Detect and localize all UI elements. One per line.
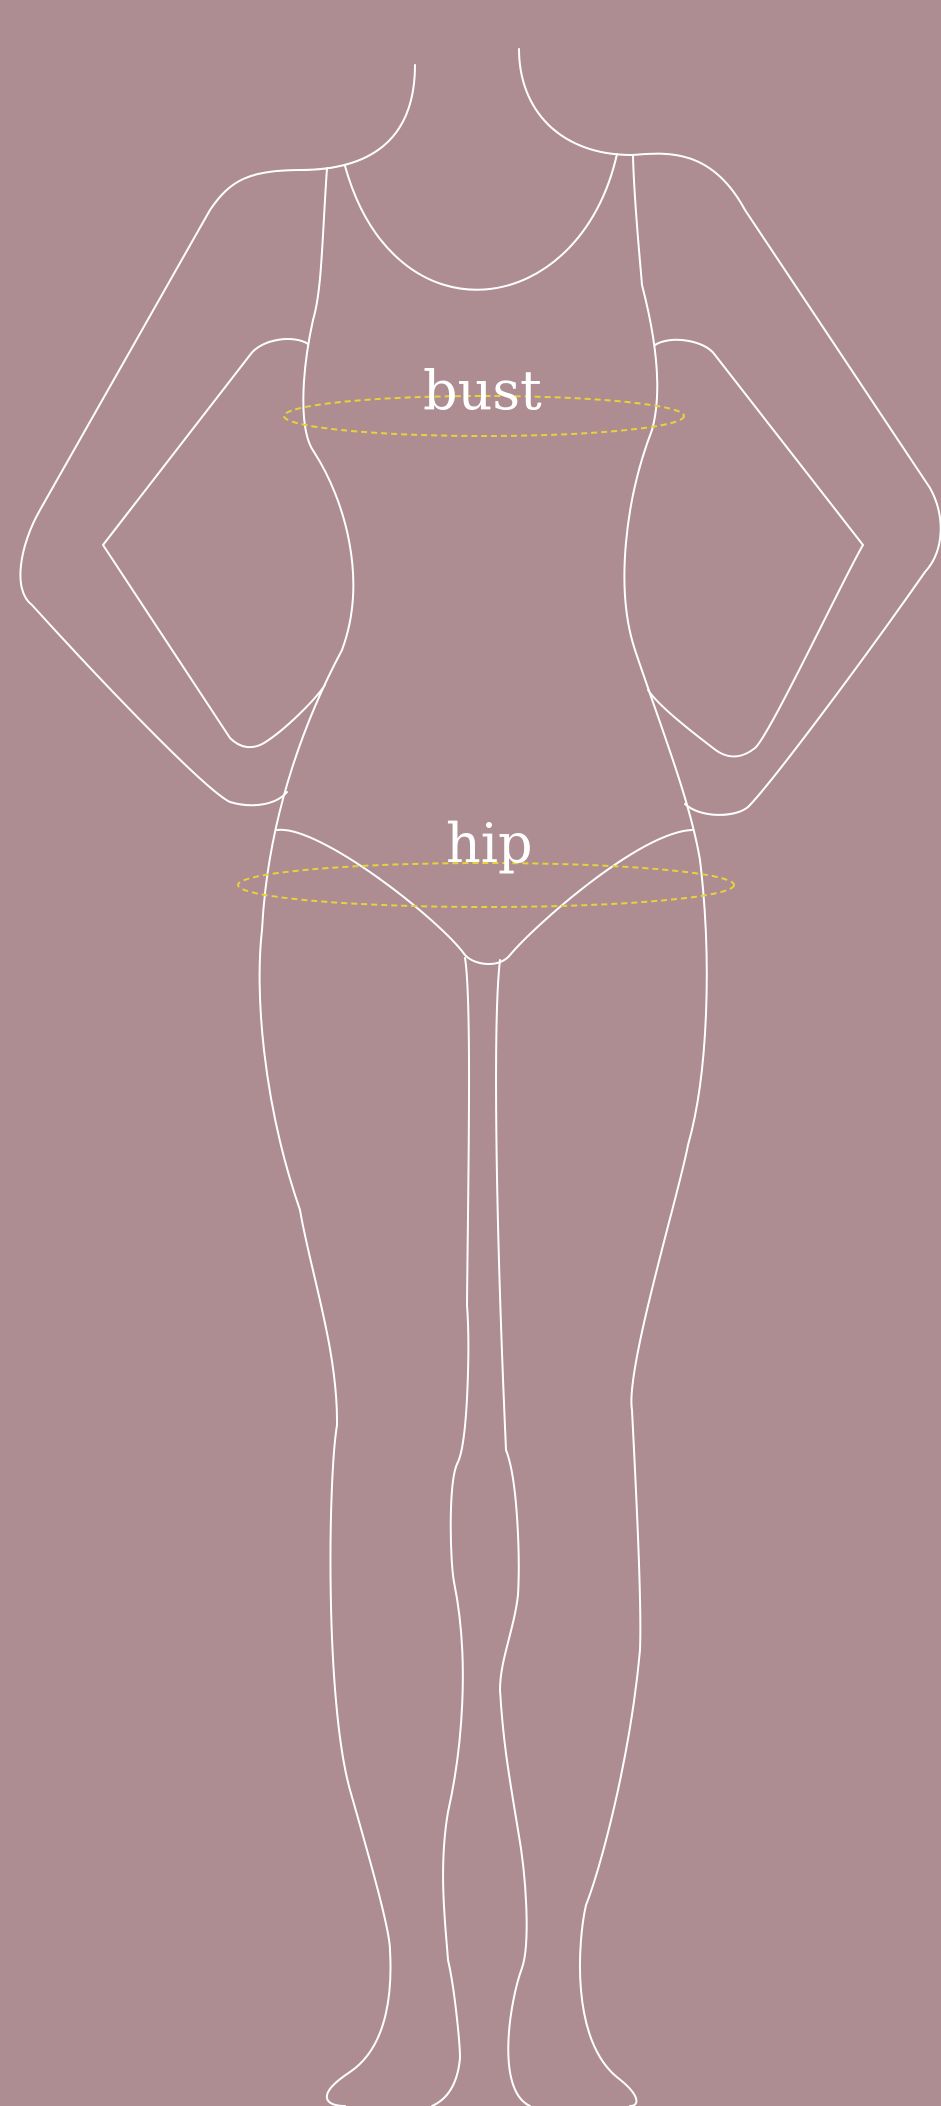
right-arm-outer xyxy=(632,154,941,815)
right-arm-inner xyxy=(648,340,863,757)
left-arm-outer xyxy=(20,170,300,805)
right-leg-outer xyxy=(580,860,707,2106)
bodysuit-neckline xyxy=(345,154,617,290)
body-outline xyxy=(20,49,940,2106)
left-leg-inner xyxy=(432,958,469,2106)
hip-label: hip xyxy=(446,817,533,871)
left-arm-inner xyxy=(103,339,325,747)
torso-right-side xyxy=(624,285,700,860)
bust-label: bust xyxy=(423,364,542,418)
left-leg-outer xyxy=(260,930,391,2106)
bodysuit-left-strap xyxy=(313,168,327,320)
bodysuit-right-strap xyxy=(633,156,642,285)
neck-left-line xyxy=(300,65,415,170)
right-leg-inner xyxy=(496,960,530,2106)
torso-left-side xyxy=(262,320,353,930)
neck-right-line xyxy=(519,49,632,155)
